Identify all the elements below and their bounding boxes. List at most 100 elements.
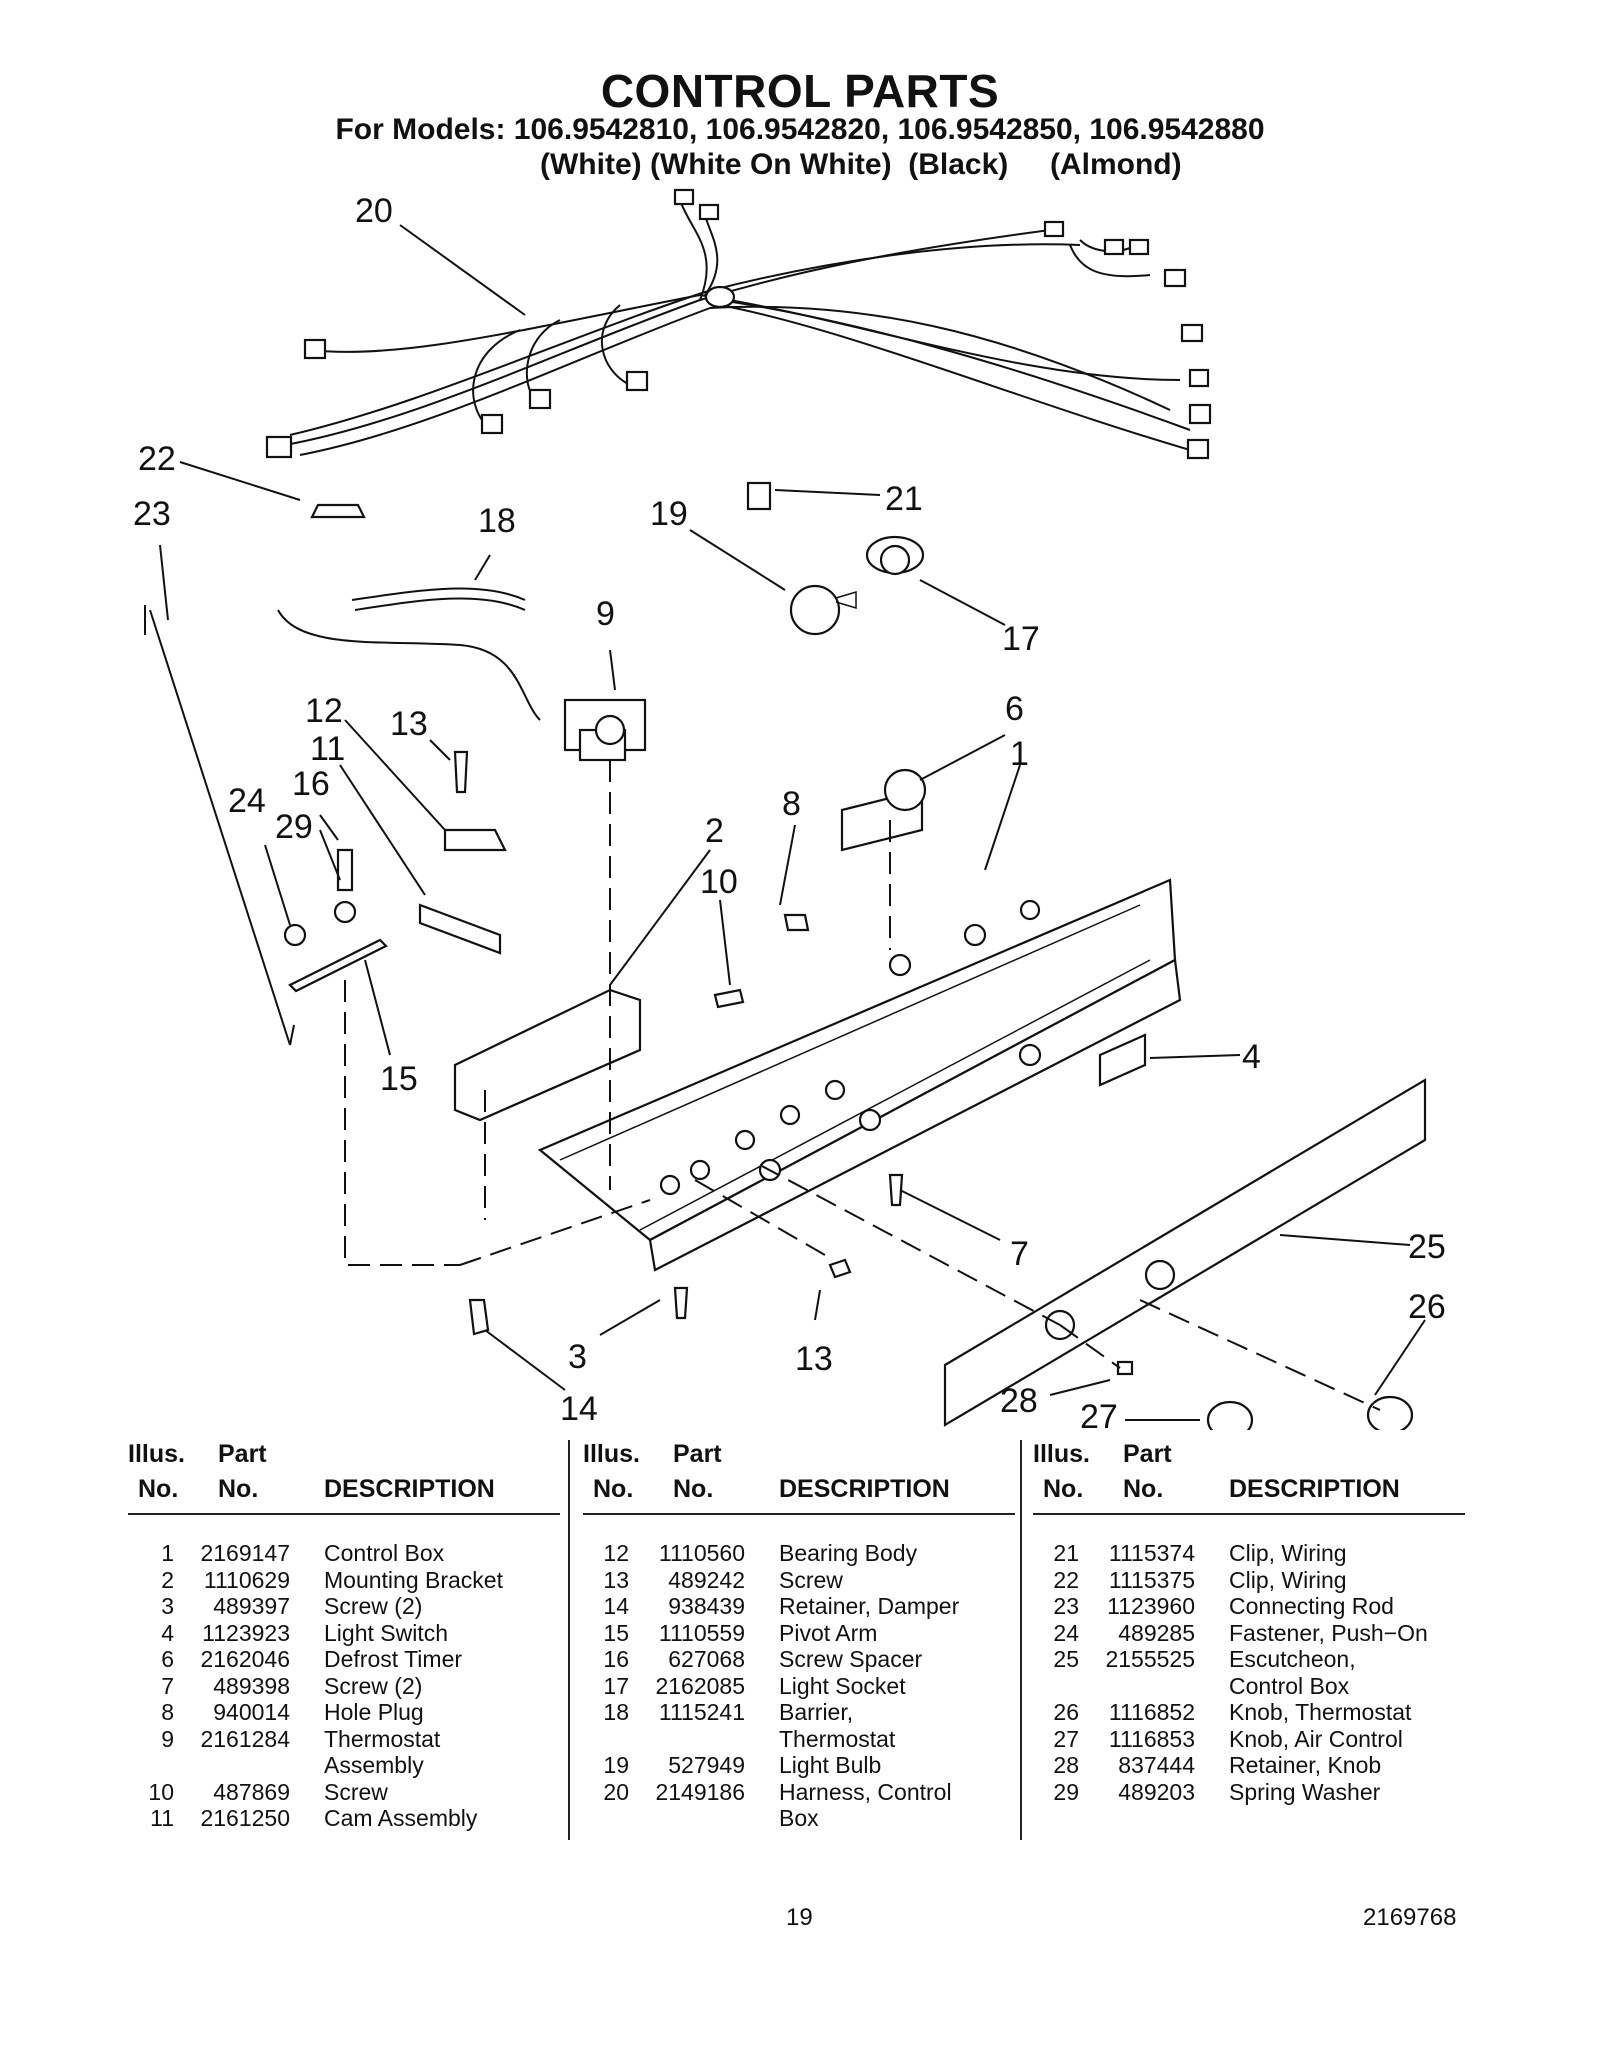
part-number: 2162085 xyxy=(655,1672,745,1699)
part-description: Screw (2) xyxy=(324,1672,423,1699)
part-description: Light Bulb xyxy=(779,1752,882,1778)
callout-28: 28 xyxy=(1000,1382,1038,1420)
header-part: Part xyxy=(673,1440,722,1468)
exploded-parts-diagram: 20 22 23 18 19 21 17 9 12 13 11 16 24 29… xyxy=(133,188,1446,1430)
callout-14: 14 xyxy=(560,1390,598,1428)
part-description: Pivot Arm xyxy=(779,1619,878,1646)
illus-number: 14 xyxy=(603,1593,629,1619)
callout-11: 11 xyxy=(310,730,345,768)
illus-number: 22 xyxy=(1053,1566,1079,1593)
part-number: 1116852 xyxy=(1108,1699,1195,1725)
illus-number: 15 xyxy=(603,1619,629,1646)
illus-number: 17 xyxy=(603,1672,629,1699)
illus-number: 25 xyxy=(1053,1646,1079,1672)
callout-16: 16 xyxy=(292,765,330,803)
callout-21: 21 xyxy=(885,480,923,518)
part-number: 627068 xyxy=(668,1646,745,1672)
callout-9: 9 xyxy=(596,595,615,633)
part-description: Screw Spacer xyxy=(779,1646,923,1672)
illus-number: 2 xyxy=(161,1566,174,1593)
illus-number: 7 xyxy=(161,1672,174,1699)
callout-25: 25 xyxy=(1408,1228,1446,1266)
air-control-knob-part xyxy=(1206,1400,1254,1430)
header-illus-no: No. xyxy=(138,1475,179,1503)
header-illus: Illus. xyxy=(583,1440,640,1468)
illus-number: 3 xyxy=(161,1593,174,1619)
part-description: Box xyxy=(779,1805,819,1831)
column-divider xyxy=(1020,1440,1022,1840)
page-number: 19 xyxy=(786,1904,813,1931)
illus-number: 16 xyxy=(603,1646,629,1672)
illus-number: 24 xyxy=(1053,1619,1079,1646)
light-socket-part xyxy=(865,535,925,576)
part-description: Mounting Bracket xyxy=(324,1566,503,1593)
header-part-no: No. xyxy=(218,1475,259,1503)
part-description: Thermostat xyxy=(779,1725,896,1752)
header-part-no: No. xyxy=(1123,1475,1164,1503)
part-description: Retainer, Knob xyxy=(1229,1752,1382,1778)
part-number: 527949 xyxy=(668,1752,745,1778)
part-number: 489203 xyxy=(1118,1778,1195,1805)
part-description: Clip, Wiring xyxy=(1229,1540,1347,1566)
connecting-rod-part xyxy=(144,605,295,1046)
callout-22: 22 xyxy=(138,440,176,478)
part-number: 489285 xyxy=(1118,1619,1195,1646)
illus-number: 26 xyxy=(1053,1699,1079,1725)
header-part: Part xyxy=(1123,1440,1172,1468)
wiring-clip-22-part xyxy=(310,503,366,519)
part-number: 1115375 xyxy=(1108,1566,1195,1593)
document-number: 2169768 xyxy=(1363,1904,1457,1931)
screw-spacer-part xyxy=(336,848,354,892)
part-number: 2161284 xyxy=(200,1725,290,1752)
callout-13a: 13 xyxy=(390,705,428,743)
parts-table-row: Control Box xyxy=(1033,1673,1463,1700)
part-description: Screw xyxy=(779,1566,843,1593)
part-description: Knob, Air Control xyxy=(1229,1725,1403,1752)
part-number: 837444 xyxy=(1118,1752,1195,1778)
illus-number: 11 xyxy=(150,1805,174,1831)
part-number: 2161250 xyxy=(200,1805,290,1831)
part-number: 2149186 xyxy=(655,1778,745,1805)
part-description: Screw xyxy=(324,1778,388,1805)
parts-table-row: 13 489242 Screw xyxy=(583,1567,1013,1594)
part-number: 489242 xyxy=(668,1566,745,1593)
illus-number: 13 xyxy=(603,1566,629,1593)
illus-number: 29 xyxy=(1053,1778,1079,1805)
part-description: Fastener, Push−On xyxy=(1229,1619,1428,1646)
parts-table-row: 29 489203 Spring Washer xyxy=(1033,1779,1463,1806)
illus-number: 18 xyxy=(603,1699,629,1725)
part-description: Spring Washer xyxy=(1229,1778,1381,1805)
part-description: Escutcheon, xyxy=(1229,1646,1356,1672)
callout-18: 18 xyxy=(478,502,516,540)
part-number: 489397 xyxy=(213,1593,290,1619)
header-part: Part xyxy=(218,1440,267,1468)
callout-27: 27 xyxy=(1080,1398,1118,1430)
header-illus-no: No. xyxy=(1043,1475,1084,1503)
spring-washer-part xyxy=(333,900,357,924)
callout-3: 3 xyxy=(568,1338,587,1376)
light-switch-part xyxy=(1098,1033,1147,1087)
illus-number: 9 xyxy=(161,1725,174,1752)
page-title: CONTROL PARTS xyxy=(600,65,1000,117)
knob-retainer-part xyxy=(1116,1360,1134,1376)
parts-table-row: 24 489285 Fastener, Push−On xyxy=(1033,1620,1463,1647)
pivot-arm-part xyxy=(288,938,388,993)
illus-number: 20 xyxy=(603,1778,629,1805)
